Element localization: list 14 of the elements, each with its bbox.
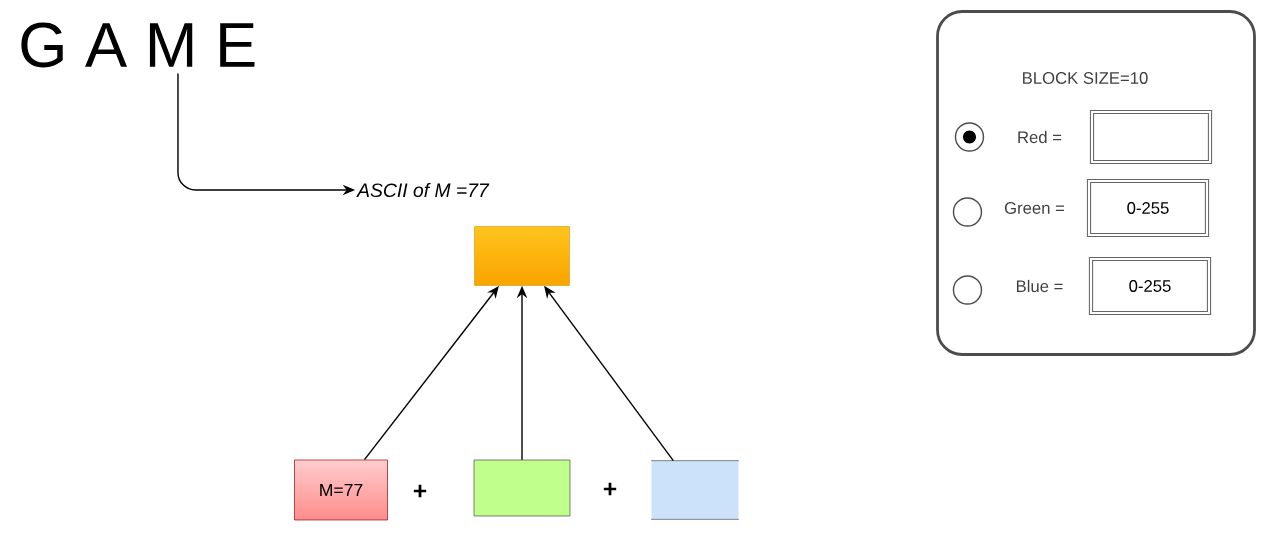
result-box [474, 226, 570, 286]
color-box: M=77 [294, 459, 388, 521]
plus-sign: + [603, 482, 617, 496]
color-box [650, 460, 740, 520]
field-label: Blue = [1016, 279, 1063, 293]
title-text: G A M E [21, 22, 255, 68]
plus-sign: + [413, 484, 427, 498]
field-label: Red = [1018, 130, 1062, 144]
annotation-text: ASCII of M =77 [356, 182, 490, 198]
color-box [473, 459, 571, 517]
input-field [1089, 109, 1213, 165]
input-field: 0-255 [1088, 256, 1212, 316]
field-label: Green = [1004, 202, 1065, 214]
input-field: 0-255 [1086, 178, 1210, 238]
